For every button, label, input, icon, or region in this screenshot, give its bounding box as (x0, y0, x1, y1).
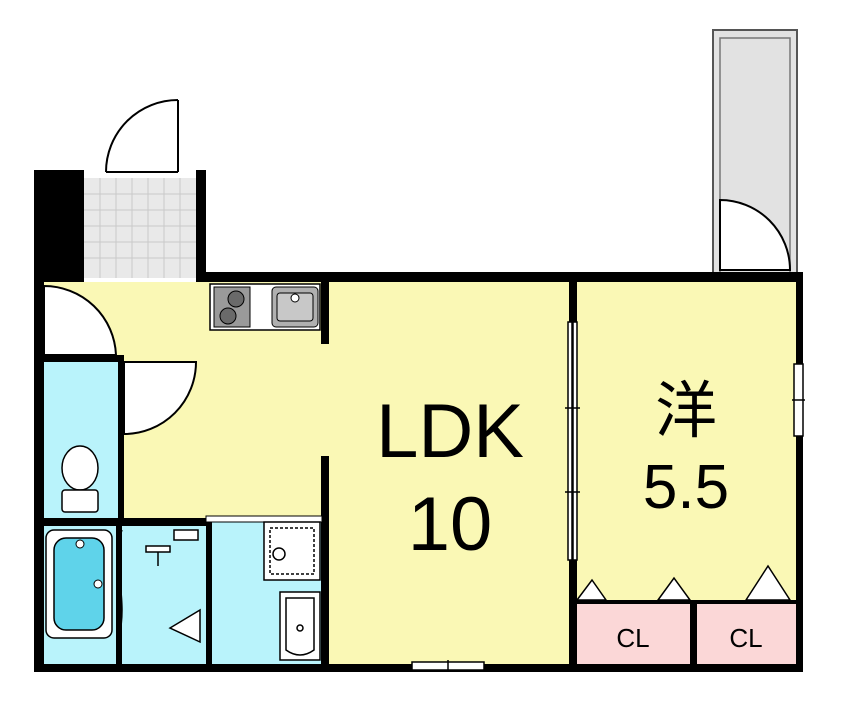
entrance-floor (84, 178, 196, 278)
closet-right-floor (697, 604, 796, 664)
ldk-floor (122, 282, 570, 664)
door-swing-icon (43, 284, 118, 356)
ldk-room-name: LDK (376, 389, 524, 474)
western-room-floor (577, 282, 796, 600)
closet-shelf (575, 564, 792, 601)
washbasin-icon (279, 591, 321, 661)
washer-pan-icon (263, 521, 321, 581)
door-swing-icon (719, 198, 792, 271)
sliding-door (205, 515, 323, 523)
sink-icon (271, 286, 319, 328)
closet-right-label: CL (729, 623, 762, 653)
western-room-size: 5.5 (643, 453, 729, 522)
western-room-name: 洋 (655, 377, 717, 446)
ldk-room-size: 10 (408, 482, 493, 567)
door-swing-icon (105, 99, 179, 173)
sliding-door (565, 321, 580, 561)
window (792, 363, 805, 437)
window (411, 660, 485, 672)
door-swing-icon (123, 361, 198, 436)
entrance-tile-grid (84, 178, 196, 278)
bathtub-icon (45, 529, 113, 639)
shower-curtain (117, 529, 123, 641)
closet-left-floor (577, 604, 690, 664)
stove-icon (213, 286, 251, 328)
faucet-icon (145, 529, 199, 566)
closet-left-label: CL (616, 623, 649, 653)
toilet-icon (61, 445, 99, 513)
shelf-triangle (168, 608, 201, 644)
